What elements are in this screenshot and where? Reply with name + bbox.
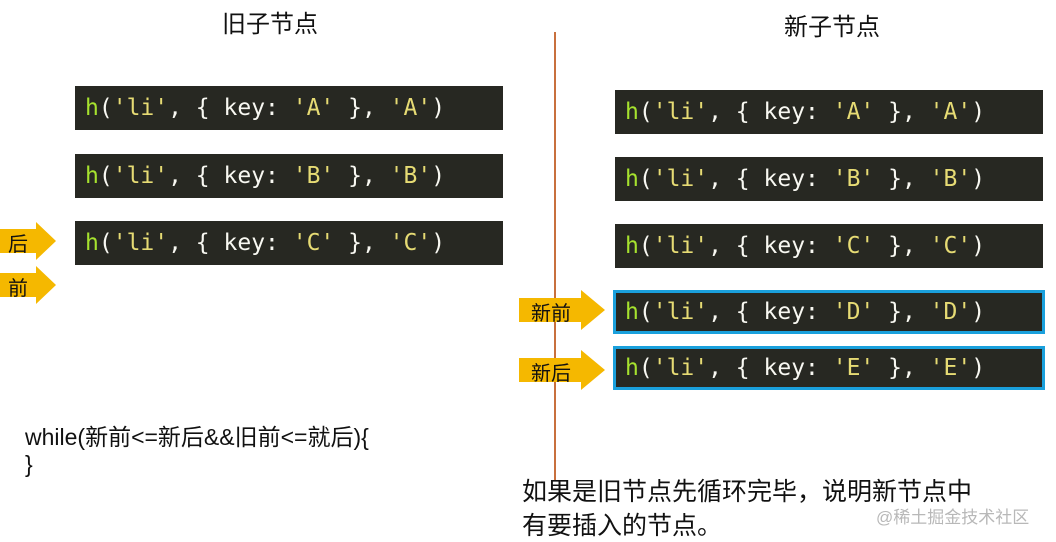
old-start-pointer-label: 前 xyxy=(8,276,28,300)
old-end-pointer-label: 后 xyxy=(8,232,28,256)
old-node-c: h('li', { key: 'C' }, 'C') xyxy=(75,221,503,265)
new-end-pointer-label: 新后 xyxy=(531,361,571,385)
arrow-icon xyxy=(519,350,605,390)
old-node-b: h('li', { key: 'B' }, 'B') xyxy=(75,154,503,198)
new-children-title: 新子节点 xyxy=(784,14,880,41)
divider-line xyxy=(554,32,556,480)
new-node-d: h('li', { key: 'D' }, 'D') xyxy=(613,290,1045,334)
note-line-1: 如果是旧节点先循环完毕，说明新节点中 xyxy=(522,478,973,506)
arrow-icon xyxy=(0,266,56,304)
arrow-icon xyxy=(0,222,56,260)
new-node-b: h('li', { key: 'B' }, 'B') xyxy=(615,157,1043,201)
new-node-c: h('li', { key: 'C' }, 'C') xyxy=(615,224,1043,268)
new-start-pointer-label: 新前 xyxy=(531,301,571,325)
old-children-title: 旧子节点 xyxy=(222,11,318,38)
old-node-a: h('li', { key: 'A' }, 'A') xyxy=(75,86,503,130)
while-condition-line: while(新前<=新后&&旧前<=就后){ xyxy=(25,424,369,450)
new-end-pointer-arrow: 新后 xyxy=(519,350,605,390)
arrow-icon xyxy=(519,290,605,330)
new-start-pointer-arrow: 新前 xyxy=(519,290,605,330)
new-node-e: h('li', { key: 'E' }, 'E') xyxy=(613,346,1045,390)
old-start-pointer-arrow: 前 xyxy=(0,266,56,304)
new-node-a: h('li', { key: 'A' }, 'A') xyxy=(615,90,1043,134)
while-closing-brace: } xyxy=(25,451,33,477)
watermark: @稀土掘金技术社区 xyxy=(876,508,1030,527)
note-line-2: 有要插入的节点。 xyxy=(522,512,723,540)
old-end-pointer-arrow: 后 xyxy=(0,222,56,260)
